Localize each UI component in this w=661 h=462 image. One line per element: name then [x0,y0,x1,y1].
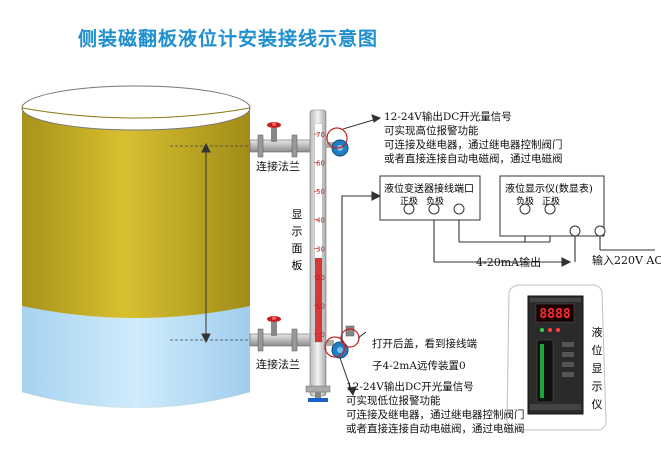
tank [21,85,251,408]
top-note-line: 或者直接连接自动电磁阀，通过电磁阀 [384,153,563,165]
open-cover-note-line: 打开后盖，看到接线端 [372,338,477,350]
display-panel-label: 显示面板 [291,208,303,272]
bottom-switch [324,325,360,359]
scale-mark-label: 0 [321,331,325,339]
drain-plug [308,398,328,402]
meter-label: 液位显示仪 [591,326,603,411]
scale-mark-label: 10 [316,302,325,310]
transmitter-box [379,175,481,221]
level-indicator [315,258,322,342]
digital-meter: 8888 [506,284,607,431]
flange-top-label: 连接法兰 [256,160,300,173]
bottom-note-line: 或者直接连接自动电磁阀，通过电磁阀 [346,423,525,435]
flange-bottom-label: 连接法兰 [256,358,300,371]
scale-mark-label: 30 [316,245,325,253]
level-range-arrow [201,142,211,344]
display-terminal-neg [519,203,531,215]
display-terminal-power-1 [569,225,581,237]
scale-mark-label: 50 [316,188,325,196]
gauge-tube [305,109,331,402]
diagram-title: 侧装磁翻板液位计安装接线示意图 [78,28,379,50]
tank-water [22,306,250,408]
transmitter-circle [340,328,360,348]
gauge-scale: 70 60 50 40 30 20 10 0 [314,131,325,339]
display-terminal-pos [544,203,556,215]
bottom-flange [249,316,313,352]
meter-reading: 8888 [539,307,570,322]
display-terminal-power-2 [594,225,606,237]
signal-label: 4-20mA输出 [476,256,542,269]
top-note-line: 12-24V输出DC开光量信号 [384,111,512,123]
transmitter-terminal-neg [428,203,440,215]
transmitter-box-title: 液位变送器接线端口 [384,184,474,195]
meter-display [535,303,575,323]
display-pos-label: 正极 [542,197,561,207]
top-note-line: 可实现高位报警功能 [384,125,479,137]
open-cover-note: 打开后盖，看到接线端 子4-2mA远传装置0 [372,333,477,377]
callout-arrows [339,114,382,397]
bottom-note-line: 可实现低位报警功能 [346,395,441,407]
power-label: 输入220V AC [592,254,661,267]
scale-mark-label: 60 [316,160,325,168]
bottom-note-line: 可连接及继电器，通过继电器控制阀门 [346,409,525,421]
transmitter-neg-label: 负极 [426,197,445,207]
scale-mark-label: 40 [316,217,325,225]
top-flange [249,122,313,158]
top-note: 12-24V输出DC开光量信号 可实现高位报警功能 可连接及继电器，通过继电器控… [384,110,563,166]
top-note-line: 可连接及继电器，通过继电器控制阀门 [384,139,563,151]
bottom-note-line: 12-24V输出DC开光量信号 [346,381,474,393]
bottom-note: 12-24V输出DC开光量信号 可实现低位报警功能 可连接及继电器，通过继电器控… [346,380,525,436]
transmitter-terminal-pos [403,203,415,215]
display-box-title: 液位显示仪(数显表) [505,184,593,195]
top-switch [324,127,349,157]
scale-mark-label: 20 [316,274,325,282]
transmitter-pos-label: 正极 [400,197,419,207]
open-cover-note-line: 子4-2mA远传装置0 [372,360,466,372]
transmitter-terminal-3 [453,203,465,215]
scale-mark-label: 70 [316,131,325,139]
display-neg-label: 负极 [516,197,535,207]
